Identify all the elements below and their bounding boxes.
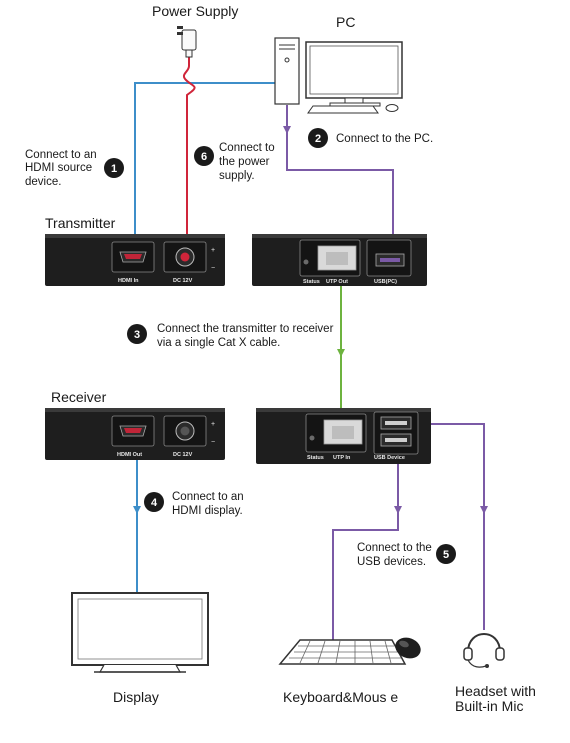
headset-icon [463,633,505,668]
svg-text:Connect the transmitter to rec: Connect the transmitter to receiver [157,323,334,335]
display-label: Display [113,689,159,705]
tx-hdmi-port-label: HDMI In [118,278,139,284]
svg-text:2: 2 [315,133,321,145]
rx-hdmi-port-label: HDMI Out [117,452,142,458]
headset-label-line1: Headset with [455,683,536,699]
power-adapter-icon [177,26,197,58]
tx-usb-label: USB(PC) [374,279,397,285]
svg-text:6: 6 [201,151,207,163]
svg-text:+: + [211,247,215,254]
rx-status-label: Status [307,455,324,461]
svg-text:HDMI display.: HDMI display. [172,505,243,517]
tv-display-icon [71,592,209,673]
transmitter-back: Status UTP Out USB(PC) [252,234,427,286]
svg-text:−: − [211,439,215,446]
rx-dc-port-label: DC 12V [173,452,193,458]
pc-keyboard-icon [307,104,399,114]
svg-text:Connect to: Connect to [219,142,275,154]
svg-text:−: − [211,265,215,272]
step-1: 1 Connect to an HDMI source device. [25,149,124,188]
usb-keyboard-cable-run [332,510,399,640]
step-6: 6 Connect to the power supply. [194,142,275,182]
receiver-label: Receiver [51,389,107,405]
tx-status-label: Status [303,279,320,285]
usb-pc-cable-run [286,130,394,259]
hdmi-cable-source [131,82,275,242]
svg-text:supply.: supply. [219,170,255,182]
receiver-back: Status UTP In USB Device [256,408,431,464]
svg-text:Connect to an: Connect to an [172,491,244,503]
rx-usb-label: USB Device [374,455,405,461]
svg-text:5: 5 [443,549,449,561]
step-2: 2 Connect to the PC. [308,128,433,148]
mouse-icon [395,637,421,659]
rx-utp-label: UTP In [333,455,351,461]
headset-label-line2: Built-in Mic [455,698,523,714]
tx-dc-port-label: DC 12V [173,278,193,284]
svg-text:1: 1 [111,163,117,175]
transmitter-front: HDMI In DC 12V + − [45,234,225,286]
monitor-icon [305,41,403,107]
step-3: 3 Connect the transmitter to receiver vi… [127,323,334,349]
keyboard-icon [278,639,407,665]
step-4: 4 Connect to an HDMI display. [144,491,244,517]
svg-text:Connect to the PC.: Connect to the PC. [336,133,433,145]
svg-text:Connect to an: Connect to an [25,149,97,161]
svg-text:via a single Cat X cable.: via a single Cat X cable. [157,337,280,349]
svg-text:+: + [211,421,215,428]
pc-tower-icon [274,37,300,105]
svg-text:USB devices.: USB devices. [357,556,426,568]
power-supply-label: Power Supply [152,3,238,19]
svg-text:3: 3 [134,329,140,341]
transmitter-label: Transmitter [45,215,116,231]
power-cable [182,57,196,242]
receiver-front: HDMI Out DC 12V + − [45,408,225,460]
svg-text:the power: the power [219,156,270,168]
pc-label: PC [336,14,355,30]
keyboard-mouse-label: Keyboard&Mous e [283,689,398,705]
tx-utp-label: UTP Out [326,279,348,285]
svg-text:HDMI source: HDMI source [25,162,92,174]
step-5: 5 Connect to the USB devices. [357,542,456,568]
svg-text:4: 4 [151,497,158,509]
svg-text:Connect to the: Connect to the [357,542,432,554]
svg-text:device.: device. [25,176,61,188]
